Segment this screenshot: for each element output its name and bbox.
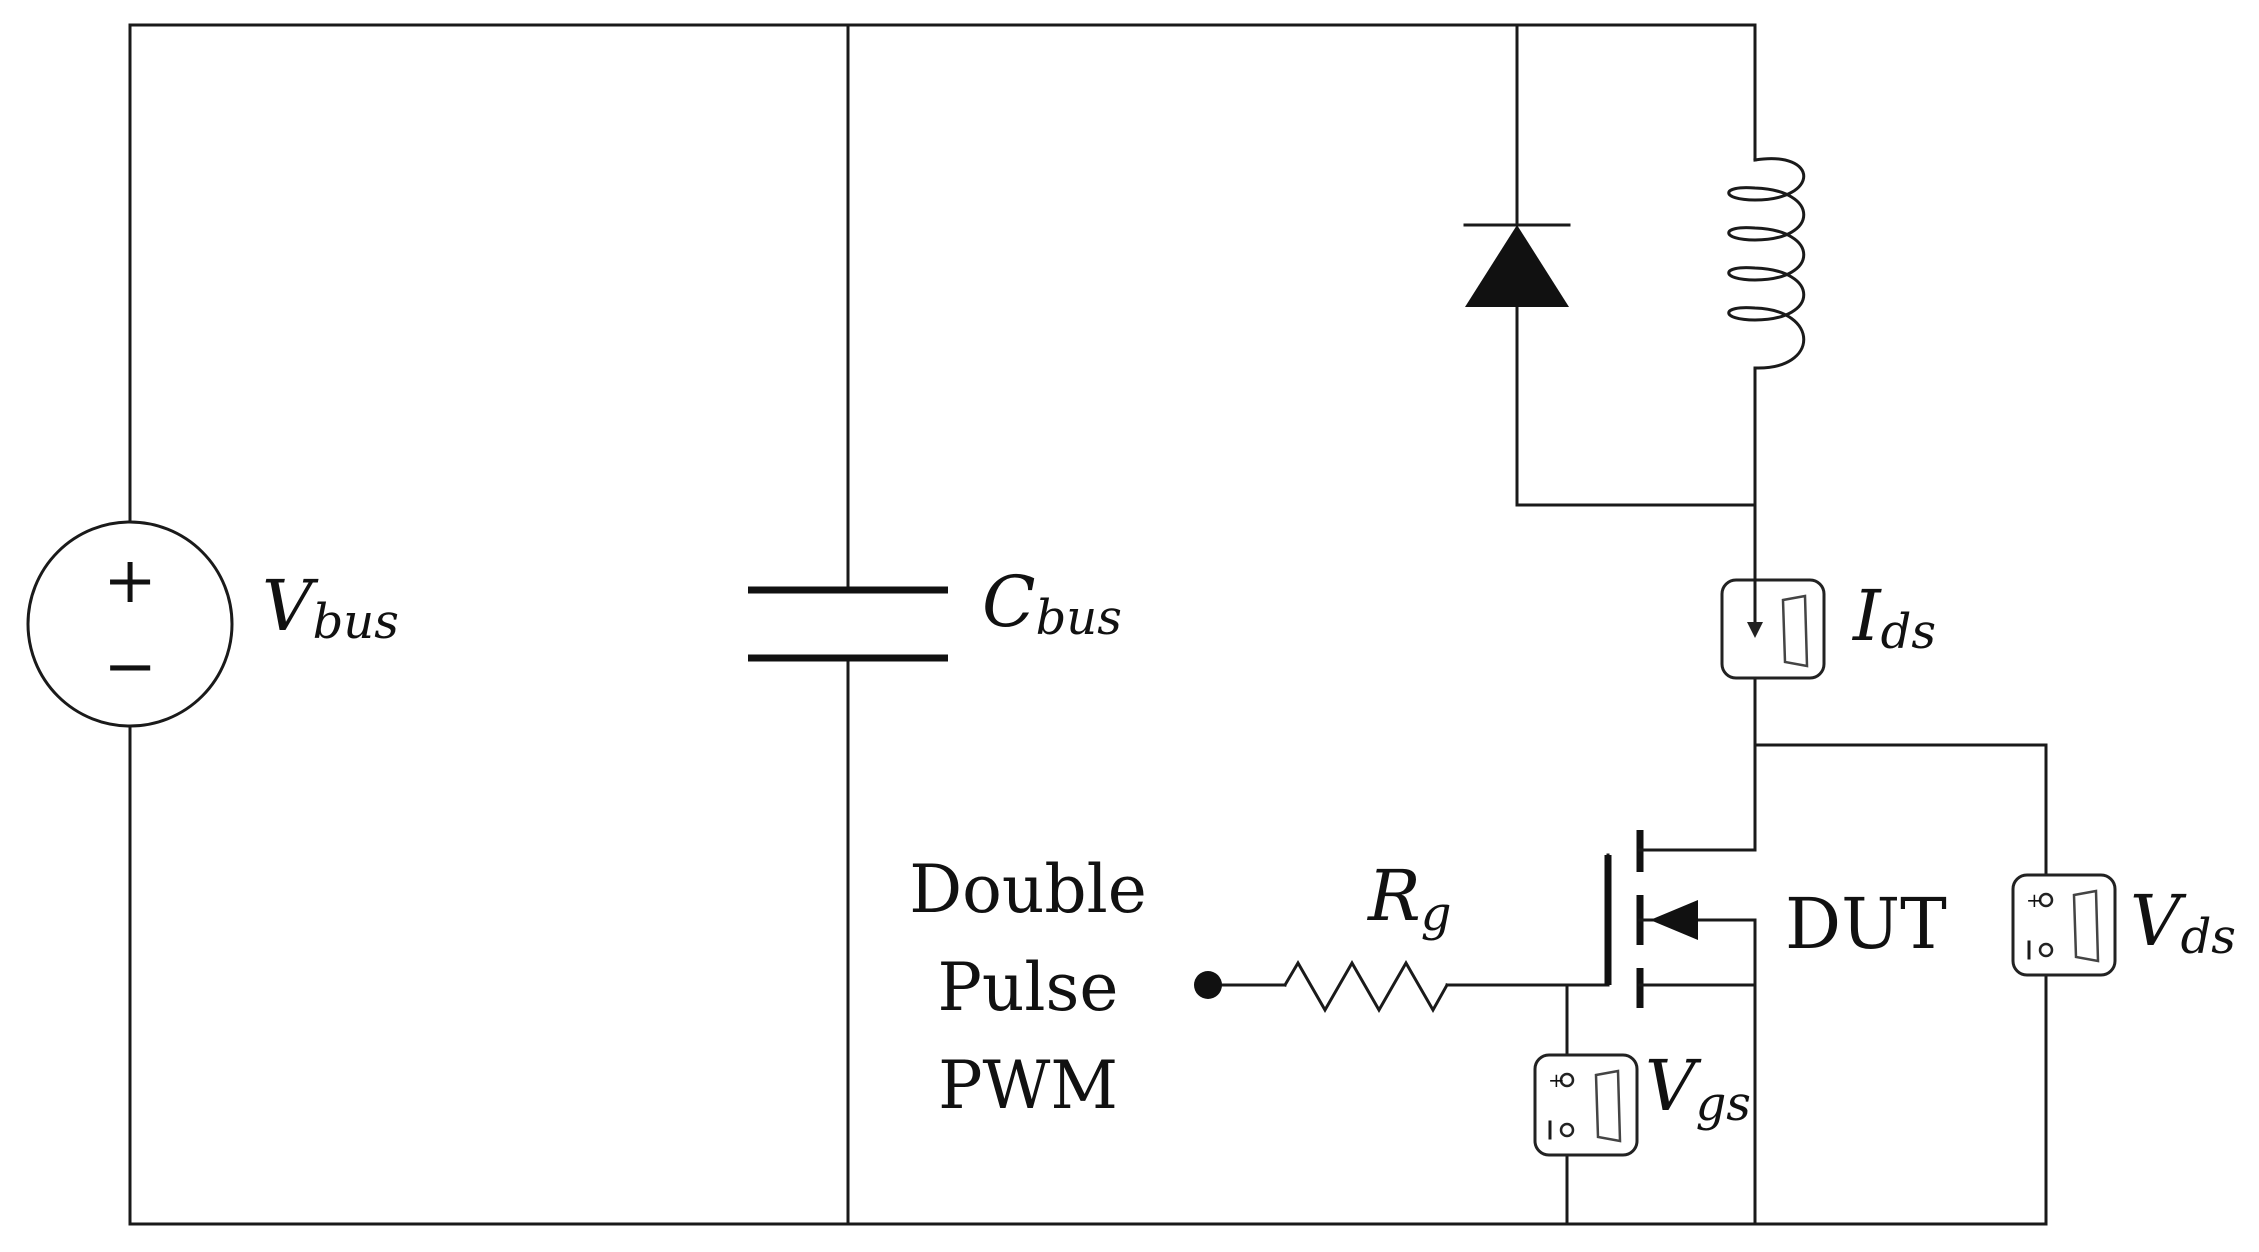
vgs-probe-plus-sign: + — [1548, 1068, 1565, 1092]
diode-triangle — [1465, 225, 1569, 307]
current-probe-body — [1720, 578, 1826, 680]
pwm-label-line1: Double — [909, 851, 1147, 928]
inductor — [1727, 157, 1806, 370]
pwm-label-line2: Pulse — [938, 949, 1119, 1026]
rg-label: Rg — [1366, 855, 1451, 942]
cbus-label: Cbus — [982, 561, 1122, 646]
voltage-source: + − — [26, 520, 234, 728]
vds-label: Vds — [2130, 880, 2236, 965]
dut-label: DUT — [1785, 883, 1947, 965]
mosfet-body-arrow-icon — [1650, 900, 1698, 940]
current-arrow-icon — [1747, 622, 1763, 638]
vgs-probe-display — [1594, 1069, 1622, 1143]
ids-label: Ids — [1851, 575, 1936, 660]
current-probe — [1720, 578, 1826, 680]
diode — [1463, 223, 1571, 307]
pwm-label-line3: PWM — [938, 1047, 1118, 1124]
inductor-coil — [1727, 157, 1806, 370]
voltage-source-circle — [26, 520, 234, 728]
voltage-probe-gs: + — [1533, 1053, 1639, 1157]
gate-resistor-zigzag — [1282, 959, 1450, 1014]
source-plus-sign: + — [103, 544, 157, 618]
vds-probe-display — [2072, 889, 2100, 963]
vds-probe-minus-port — [2038, 942, 2054, 958]
vgs-probe-plus-port — [1559, 1072, 1575, 1088]
gate-resistor — [1282, 959, 1450, 1014]
wires — [128, 23, 2048, 1226]
capacitor — [748, 586, 948, 662]
current-probe-display — [1781, 594, 1809, 668]
vds-probe-plus-port — [2038, 892, 2054, 908]
vds-probe-plus-sign: + — [2026, 888, 2043, 912]
vgs-label: Vgs — [1645, 1045, 1751, 1132]
vgs-probe-minus-port — [1559, 1122, 1575, 1138]
mosfet — [1604, 830, 1757, 1008]
pwm-input-terminal — [1194, 971, 1222, 999]
voltage-probe-ds: + — [2011, 873, 2117, 977]
source-minus-sign: − — [103, 630, 157, 704]
vbus-label: Vbus — [262, 565, 399, 650]
